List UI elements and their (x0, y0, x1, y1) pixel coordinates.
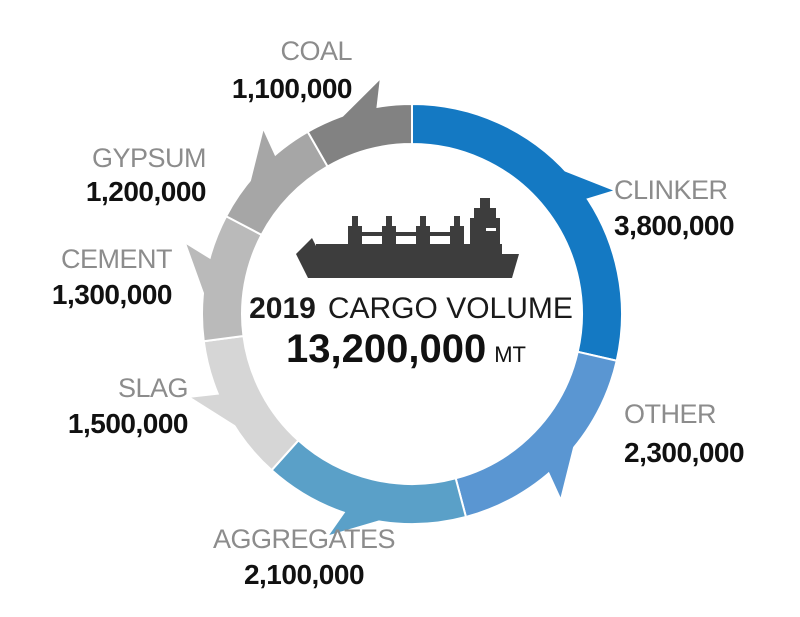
center-unit: MT (494, 342, 526, 367)
center-year: 2019 (249, 292, 316, 325)
center-total: 13,200,000 (286, 327, 486, 371)
slice-other (454, 350, 618, 519)
pointer-coal (341, 80, 380, 119)
pointer-other (548, 444, 574, 498)
donut-slices (201, 102, 623, 525)
center-title: CARGO VOLUME (328, 292, 573, 325)
label-name-aggregates: AGGREGATES (213, 524, 395, 554)
svg-text:2019 CARGO VOLUME: 2019 CARGO VOLUME (249, 292, 573, 325)
label-value-gypsum: 1,200,000 (86, 176, 206, 207)
slice-coal (306, 102, 413, 168)
label-pointers (186, 80, 614, 536)
cargo-ship-icon (296, 198, 519, 278)
label-value-aggregates: 2,100,000 (244, 559, 364, 590)
label-value-cement: 1,300,000 (52, 279, 172, 310)
pointer-aggregates (329, 511, 382, 536)
label-name-coal: COAL (280, 36, 352, 66)
pointer-gypsum (250, 130, 276, 184)
pointer-cement (186, 244, 212, 296)
label-name-gypsum: GYPSUM (92, 143, 206, 173)
label-value-coal: 1,100,000 (232, 73, 352, 104)
pointer-slag (191, 394, 238, 427)
center-label: 2019 CARGO VOLUME 13,200,000 MT (249, 292, 573, 371)
label-name-other: OTHER (624, 399, 716, 429)
label-value-other: 2,300,000 (624, 437, 744, 468)
label-name-slag: SLAG (118, 373, 188, 403)
label-name-cement: CEMENT (61, 244, 172, 274)
label-value-clinker: 3,800,000 (614, 210, 734, 241)
slice-gypsum (224, 130, 329, 237)
pointer-clinker (562, 170, 614, 199)
label-value-slag: 1,500,000 (68, 408, 188, 439)
label-name-clinker: CLINKER (614, 175, 728, 205)
svg-text:13,200,000 MT: 13,200,000 MT (286, 327, 526, 371)
slice-aggregates (270, 439, 468, 525)
